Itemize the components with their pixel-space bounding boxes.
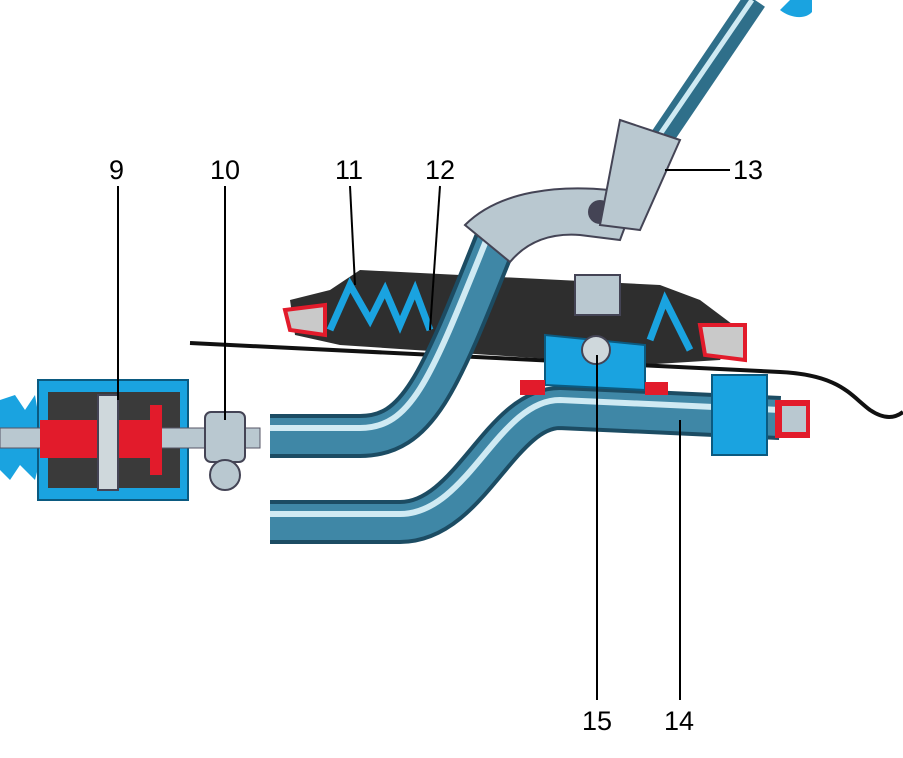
floor-panel-line: [189, 341, 903, 419]
label-11: 11: [335, 155, 364, 185]
label-9: 9: [109, 155, 125, 185]
label-12: 12: [425, 155, 456, 185]
rod-support-bracket: [711, 374, 768, 456]
rubber-boot: [290, 270, 740, 365]
label-15: 15: [582, 706, 613, 736]
lever-clamp: [598, 118, 682, 232]
leader-lines: [117, 169, 730, 700]
label-13: 13: [733, 155, 764, 185]
boot-blue-seal: [326, 277, 434, 334]
label-10: 10: [210, 155, 241, 185]
label-14: 14: [664, 706, 695, 736]
